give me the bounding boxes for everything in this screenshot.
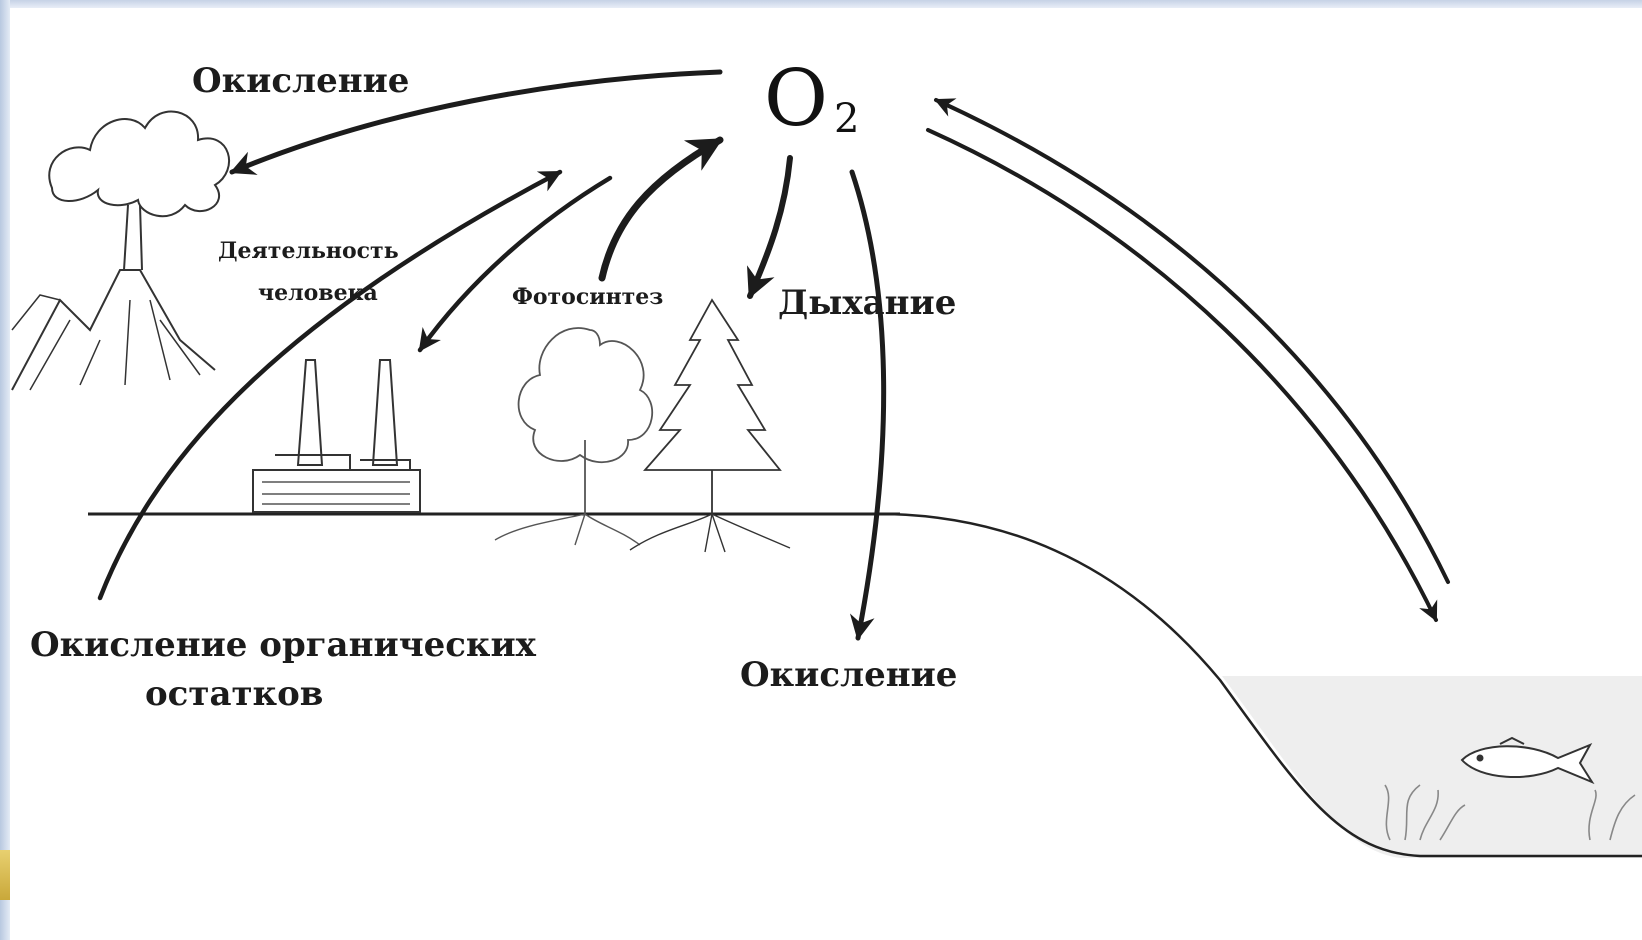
arrow-oxidation-down — [852, 172, 884, 638]
arrow-o2-to-water — [928, 130, 1436, 620]
label-oxidation-organic-line1: Окисление органических — [30, 625, 537, 665]
factory-icon — [253, 360, 420, 512]
arrow-respiration — [750, 158, 790, 296]
deciduous-tree-icon — [495, 328, 652, 545]
volcano-icon — [12, 111, 229, 390]
label-oxidation-organic-line2: остатков — [145, 674, 323, 714]
label-oxidation-bottom: Окисление — [740, 655, 957, 695]
label-respiration: Дыхание — [778, 283, 956, 323]
arrow-organic-remains-arc — [100, 172, 560, 598]
arrow-human-activity — [420, 178, 610, 350]
label-photosynthesis: Фотосинтез — [512, 284, 663, 310]
label-oxidation-volcano: Окисление — [192, 61, 409, 101]
o2-subscript: 2 — [834, 96, 859, 142]
o2-symbol: O — [764, 54, 828, 144]
label-human-activity-line1: Деятельность — [218, 238, 399, 264]
arrow-photosynthesis — [602, 140, 720, 278]
label-human-activity-line2: человека — [258, 280, 378, 306]
